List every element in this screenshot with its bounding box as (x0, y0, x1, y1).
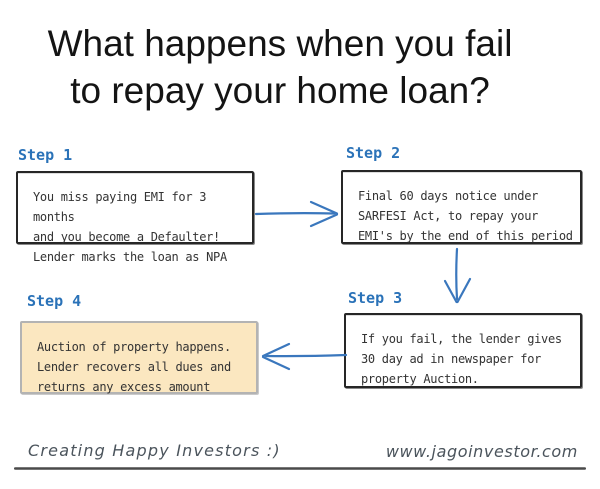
right-arrow-icon (254, 200, 339, 228)
step-4-label: Step 4 (27, 292, 82, 310)
step-3-label: Step 3 (348, 289, 403, 307)
step-2-box: Final 60 days notice under SARFESI Act, … (341, 170, 582, 244)
step-1-text: You miss paying EMI for 3 months and you… (33, 190, 227, 264)
footer-divider (14, 467, 586, 470)
step-2-label: Step 2 (346, 144, 401, 162)
page-title-line1: What happens when you fail (47, 23, 513, 64)
page-title-line2: to repay your home loan? (70, 70, 490, 111)
left-arrow-icon (261, 342, 348, 371)
footer-tagline: Creating Happy Investors :) (28, 441, 281, 460)
page-title: What happens when you fail to repay your… (0, 20, 560, 114)
step-4-box: Auction of property happens. Lender reco… (20, 321, 258, 394)
step-4-text: Auction of property happens. Lender reco… (37, 340, 231, 394)
step-3-text: If you fail, the lender gives 30 day ad … (361, 332, 562, 386)
footer-website: www.jagoinvestor.com (385, 442, 578, 461)
step-1-label: Step 1 (18, 146, 73, 164)
step-2-text: Final 60 days notice under SARFESI Act, … (358, 189, 573, 243)
step-1-box: You miss paying EMI for 3 months and you… (16, 171, 254, 264)
step-3-box: If you fail, the lender gives 30 day ad … (344, 313, 582, 388)
down-arrow-icon (443, 247, 472, 304)
